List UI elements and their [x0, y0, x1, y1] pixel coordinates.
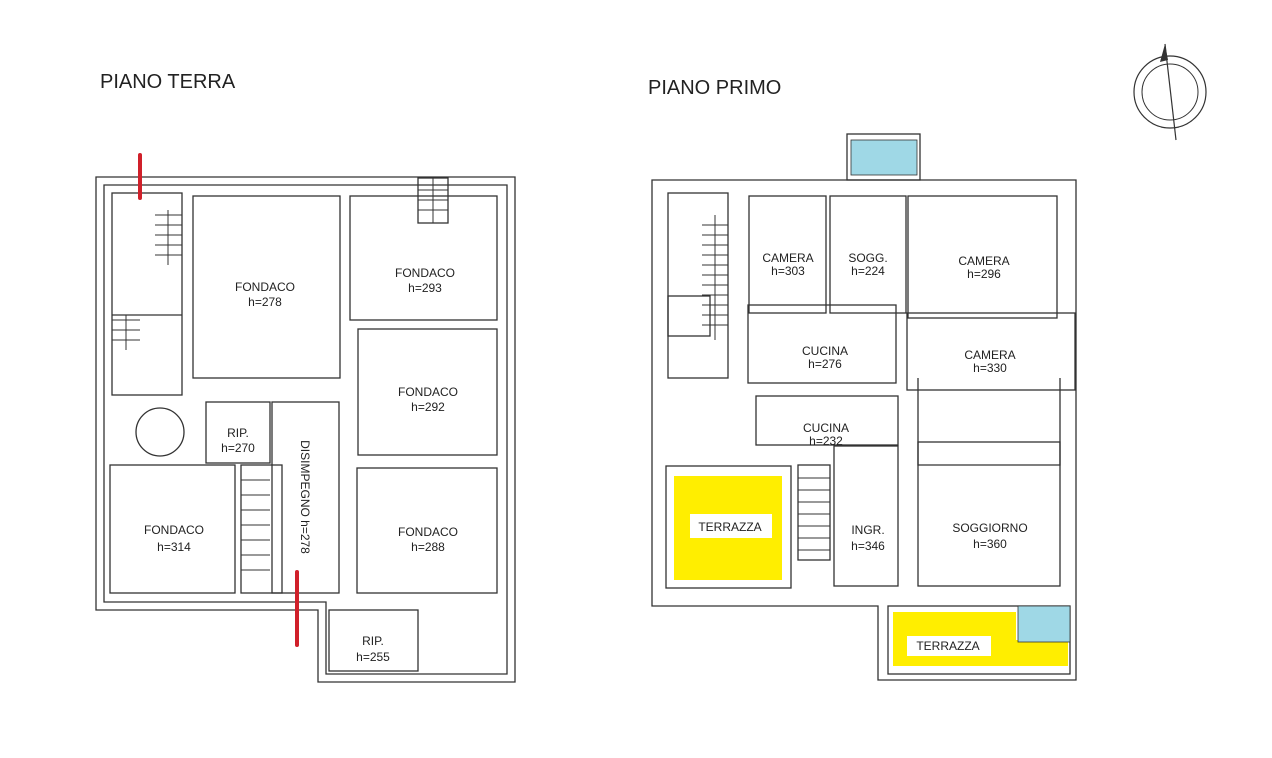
svg-text:CUCINA: CUCINA: [802, 344, 848, 358]
svg-text:h=292: h=292: [411, 400, 445, 414]
svg-text:CUCINA: CUCINA: [803, 421, 849, 435]
stairs-icon: [112, 210, 182, 350]
svg-text:FONDACO: FONDACO: [398, 385, 458, 399]
first-floor-title: PIANO PRIMO: [648, 77, 781, 99]
svg-text:INGR.: INGR.: [851, 523, 884, 537]
pool-top: [850, 139, 918, 176]
svg-text:SOGG.: SOGG.: [848, 251, 887, 265]
room-sogg-224: SOGG.h=224: [848, 251, 887, 278]
north-arrow-icon: [1133, 43, 1207, 141]
svg-text:RIP.: RIP.: [362, 634, 384, 648]
room-terrazza-2: TERRAZZA: [907, 636, 991, 656]
ground-inner-wall: [103, 184, 508, 675]
svg-text:TERRAZZA: TERRAZZA: [698, 520, 761, 534]
ground-outer-wall: [95, 176, 516, 683]
svg-text:h=278: h=278: [248, 295, 282, 309]
svg-text:h=314: h=314: [157, 540, 191, 554]
round-tower: [135, 407, 185, 457]
svg-text:h=288: h=288: [411, 540, 445, 554]
svg-text:FONDACO: FONDACO: [395, 266, 455, 280]
svg-text:FONDACO: FONDACO: [144, 523, 204, 537]
room-rip-255: RIP. h=255: [356, 634, 390, 664]
svg-text:h=296: h=296: [967, 267, 1001, 281]
first-outer-wall: [651, 179, 1077, 681]
room-ingr-346: INGR. h=346: [851, 523, 885, 553]
svg-text:h=276: h=276: [808, 357, 842, 371]
svg-text:h=270: h=270: [221, 441, 255, 455]
room-terrazza: TERRAZZA: [690, 514, 772, 538]
svg-text:SOGGIORNO: SOGGIORNO: [952, 521, 1027, 535]
svg-text:h=224: h=224: [851, 264, 885, 278]
svg-text:h=346: h=346: [851, 539, 885, 553]
room-disimpegno: DISIMPEGNO h=278: [298, 440, 312, 554]
svg-text:h=360: h=360: [973, 537, 1007, 551]
room-fondaco-314: FONDACO h=314: [144, 523, 204, 554]
svg-text:FONDACO: FONDACO: [398, 525, 458, 539]
svg-text:h=303: h=303: [771, 264, 805, 278]
svg-text:h=232: h=232: [809, 434, 843, 448]
svg-text:FONDACO: FONDACO: [235, 280, 295, 294]
pool-bottom: [1017, 605, 1071, 643]
svg-text:CAMERA: CAMERA: [762, 251, 813, 265]
svg-text:CAMERA: CAMERA: [958, 254, 1009, 268]
svg-text:TERRAZZA: TERRAZZA: [916, 639, 979, 653]
svg-text:h=330: h=330: [973, 361, 1007, 375]
room-rip-270: RIP.h=270: [221, 426, 255, 455]
svg-text:DISIMPEGNO h=278: DISIMPEGNO h=278: [298, 440, 312, 554]
room-soggiorno-360: SOGGIORNO h=360: [952, 521, 1027, 551]
svg-text:RIP.: RIP.: [227, 426, 249, 440]
svg-text:h=255: h=255: [356, 650, 390, 664]
svg-text:h=293: h=293: [408, 281, 442, 295]
ground-floor-title: PIANO TERRA: [100, 71, 236, 93]
stair-well: [111, 192, 183, 396]
svg-text:CAMERA: CAMERA: [964, 348, 1015, 362]
